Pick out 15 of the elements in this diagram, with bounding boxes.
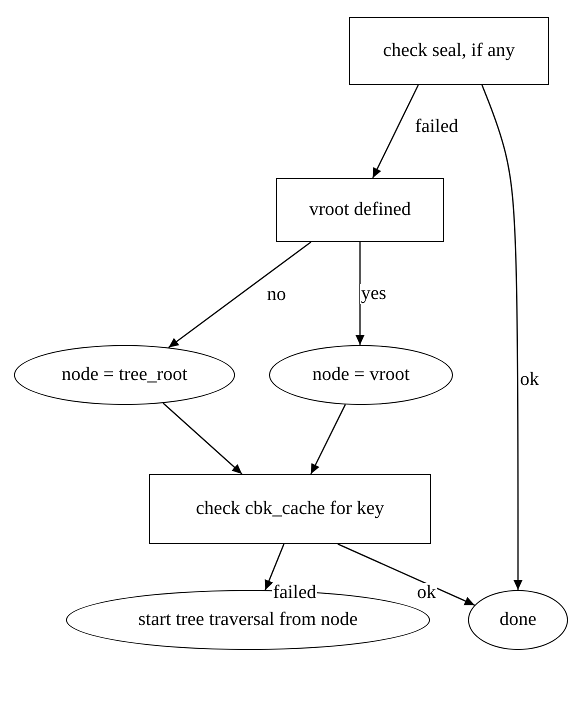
- arrow: [356, 242, 364, 345]
- arrow: [162, 402, 242, 474]
- arrow: [338, 543, 475, 606]
- ellipse-node: node = vroot: [269, 345, 453, 405]
- process-box: check cbk_cache for key: [149, 474, 431, 544]
- process-box: check seal, if any: [349, 17, 549, 85]
- arrow: [310, 404, 346, 474]
- ellipse-node: node = tree_root: [14, 345, 235, 405]
- arrow: [264, 544, 284, 590]
- edge-label: yes: [360, 284, 388, 304]
- ellipse-node: done: [468, 590, 568, 650]
- arrow: [481, 84, 522, 590]
- arrow: [168, 241, 312, 348]
- arrow: [372, 84, 419, 178]
- process-box: vroot defined: [276, 178, 444, 242]
